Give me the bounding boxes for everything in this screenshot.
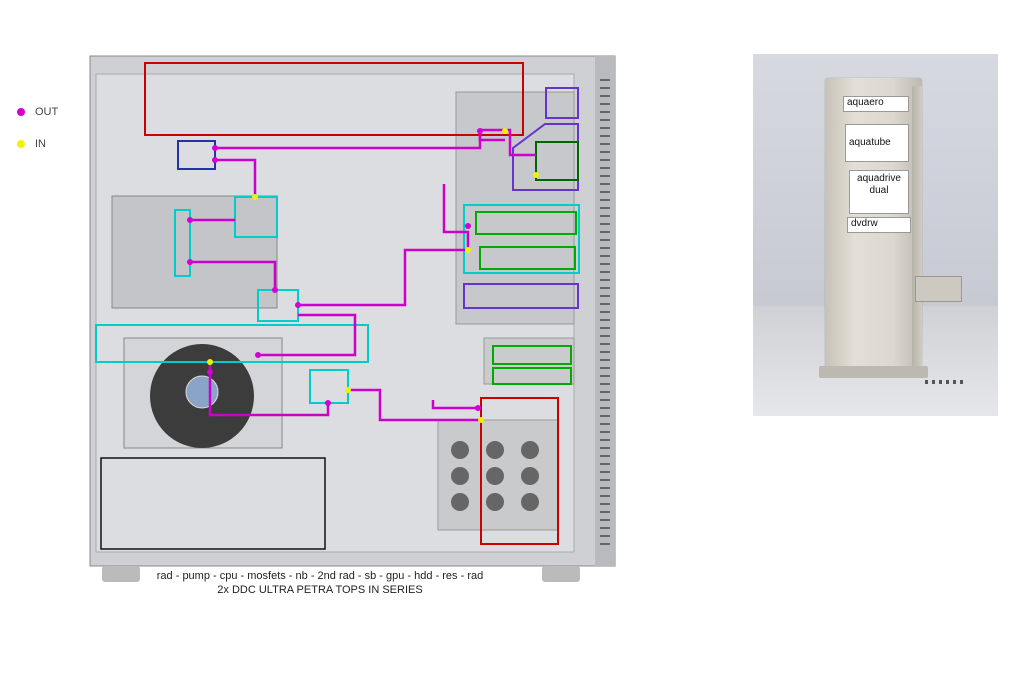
dvdrw-bay-outline [463,283,579,309]
tower-front-vents [925,380,965,384]
aquadrive-line-1: aquadrive [857,173,901,184]
tubing-routes [190,128,536,422]
tube-nb-to-bay [298,248,467,307]
drive-bay-stack [455,91,575,325]
pump-outline [177,140,216,170]
in-dot-icon [17,140,25,148]
tube-cpu-to-nb [190,260,277,290]
pump-caption: 2x DDC ULTRA PETRA TOPS IN SERIES [217,584,423,596]
legend: OUT IN [14,96,58,160]
tower-base [819,366,928,378]
tube-nb-to-rad [258,313,357,357]
tube-rad-to-res [215,128,530,157]
bottom-radiator-outline [480,397,559,545]
bay-reservoir-outline [463,204,580,274]
aquadrive-bay-2 [479,246,576,270]
tower-side-panel [912,86,922,374]
loop-order-caption: rad - pump - cpu - mosfets - nb - 2nd ra… [156,570,484,582]
small-drive-bay [483,337,575,385]
out-dot-icon [17,108,25,116]
fan-hub-icon [185,375,219,409]
case-foot-right [542,566,580,582]
small-bay-1 [492,345,572,365]
legend-item-in: IN [14,128,58,160]
in-fittings [207,128,539,423]
tube-sb-to-gpu [348,388,481,422]
bay-label-aquatube: aquatube [845,124,909,162]
aquadrive-bay-1 [475,211,577,235]
hdd-cage [111,195,278,309]
legend-item-out: OUT [14,96,58,128]
front-view-photo: aquaero aquatube aquadrive dual dvdrw [753,54,998,416]
drive-bay-outlines [475,211,577,385]
tube-bay-loop [442,184,470,250]
top-radiator-outline [144,62,524,136]
bay-label-aquaero: aquaero [843,96,909,112]
out-fittings [187,128,483,411]
tube-rad-to-sb [208,362,330,417]
legend-label-in: IN [35,138,46,150]
aquaero-bay-outline [545,87,579,119]
bay-label-dvdrw: dvdrw [847,217,911,233]
tower-drive-slot [915,276,962,302]
front-vent-slots [600,79,610,545]
bay-label-aquadrive: aquadrive dual [849,170,909,214]
legend-label-out: OUT [35,106,59,118]
tube-pump-to-cpu [215,158,257,197]
tube-lower-rad [431,400,478,410]
aquadrive-line-2: dual [869,185,889,196]
psu-outline [100,457,326,550]
mosfet-block-outline [174,209,191,277]
small-bay-2 [492,367,572,385]
lower-cage-holes [451,441,539,511]
case-foot-left [102,566,140,582]
second-radiator-outline [95,324,369,363]
aquatube-outline [535,141,579,181]
